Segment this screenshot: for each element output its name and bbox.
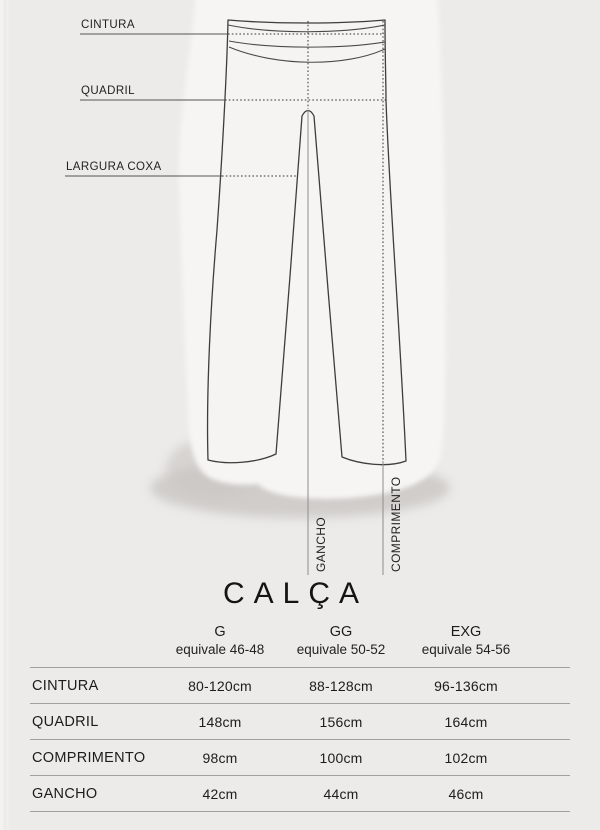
size-table: G equivale 46-48 GG equivale 50-52 EXG e… — [30, 622, 570, 812]
size-equivalence: equivale 50-52 — [296, 642, 386, 657]
measure-lines-solid — [307, 110, 384, 575]
measurement-value: 80-120cm — [188, 677, 252, 694]
measurement-value: 100cm — [319, 749, 363, 766]
table-row-cintura: CINTURA 80-120cm 88-128cm 96-136cm — [30, 667, 570, 703]
row-label: COMPRIMENTO — [32, 749, 146, 766]
label-quadril: QUADRIL — [81, 85, 135, 97]
measurement-value: 44cm — [323, 785, 359, 802]
pants-technical-drawing: CINTURA QUADRIL LARGURA COXA GANCHO COMP… — [65, 0, 450, 575]
measurement-value: 164cm — [444, 713, 488, 730]
table-row-comprimento: COMPRIMENTO 98cm 100cm 102cm — [30, 739, 570, 775]
size-name: G — [214, 624, 226, 640]
column-header-g: G equivale 46-48 — [155, 622, 285, 658]
row-label: CINTURA — [32, 677, 99, 694]
measurement-value: 96-136cm — [434, 677, 498, 694]
measurement-value: 102cm — [444, 749, 488, 766]
row-label: GANCHO — [32, 785, 98, 802]
size-table-header: G equivale 46-48 GG equivale 50-52 EXG e… — [30, 622, 570, 667]
size-equivalence: equivale 46-48 — [175, 642, 265, 657]
pants-outline — [206, 19, 407, 466]
label-cintura: CINTURA — [81, 19, 135, 31]
size-name: EXG — [450, 624, 482, 640]
leader-lines — [65, 33, 228, 177]
waistband-seams — [227, 24, 386, 63]
table-row-gancho: GANCHO 42cm 44cm 46cm — [30, 775, 570, 812]
label-comprimento: COMPRIMENTO — [389, 476, 403, 572]
measurement-value: 98cm — [202, 749, 238, 766]
measurement-value: 88-128cm — [309, 677, 373, 694]
measurement-value: 46cm — [448, 785, 484, 802]
measure-lines-dotted — [222, 21, 386, 460]
label-gancho: GANCHO — [314, 517, 328, 572]
measurement-value: 148cm — [198, 713, 242, 730]
column-header-gg: GG equivale 50-52 — [285, 622, 397, 658]
row-label: QUADRIL — [32, 713, 99, 730]
page-title: CALÇA — [222, 577, 369, 610]
column-header-exg: EXG equivale 54-56 — [397, 622, 535, 658]
label-largura-coxa: LARGURA COXA — [66, 161, 162, 173]
table-row-quadril: QUADRIL 148cm 156cm 164cm — [30, 703, 570, 739]
size-equivalence: equivale 54-56 — [421, 642, 511, 657]
size-name: GG — [329, 624, 353, 640]
measurement-value: 156cm — [319, 713, 363, 730]
measurement-value: 42cm — [202, 785, 238, 802]
